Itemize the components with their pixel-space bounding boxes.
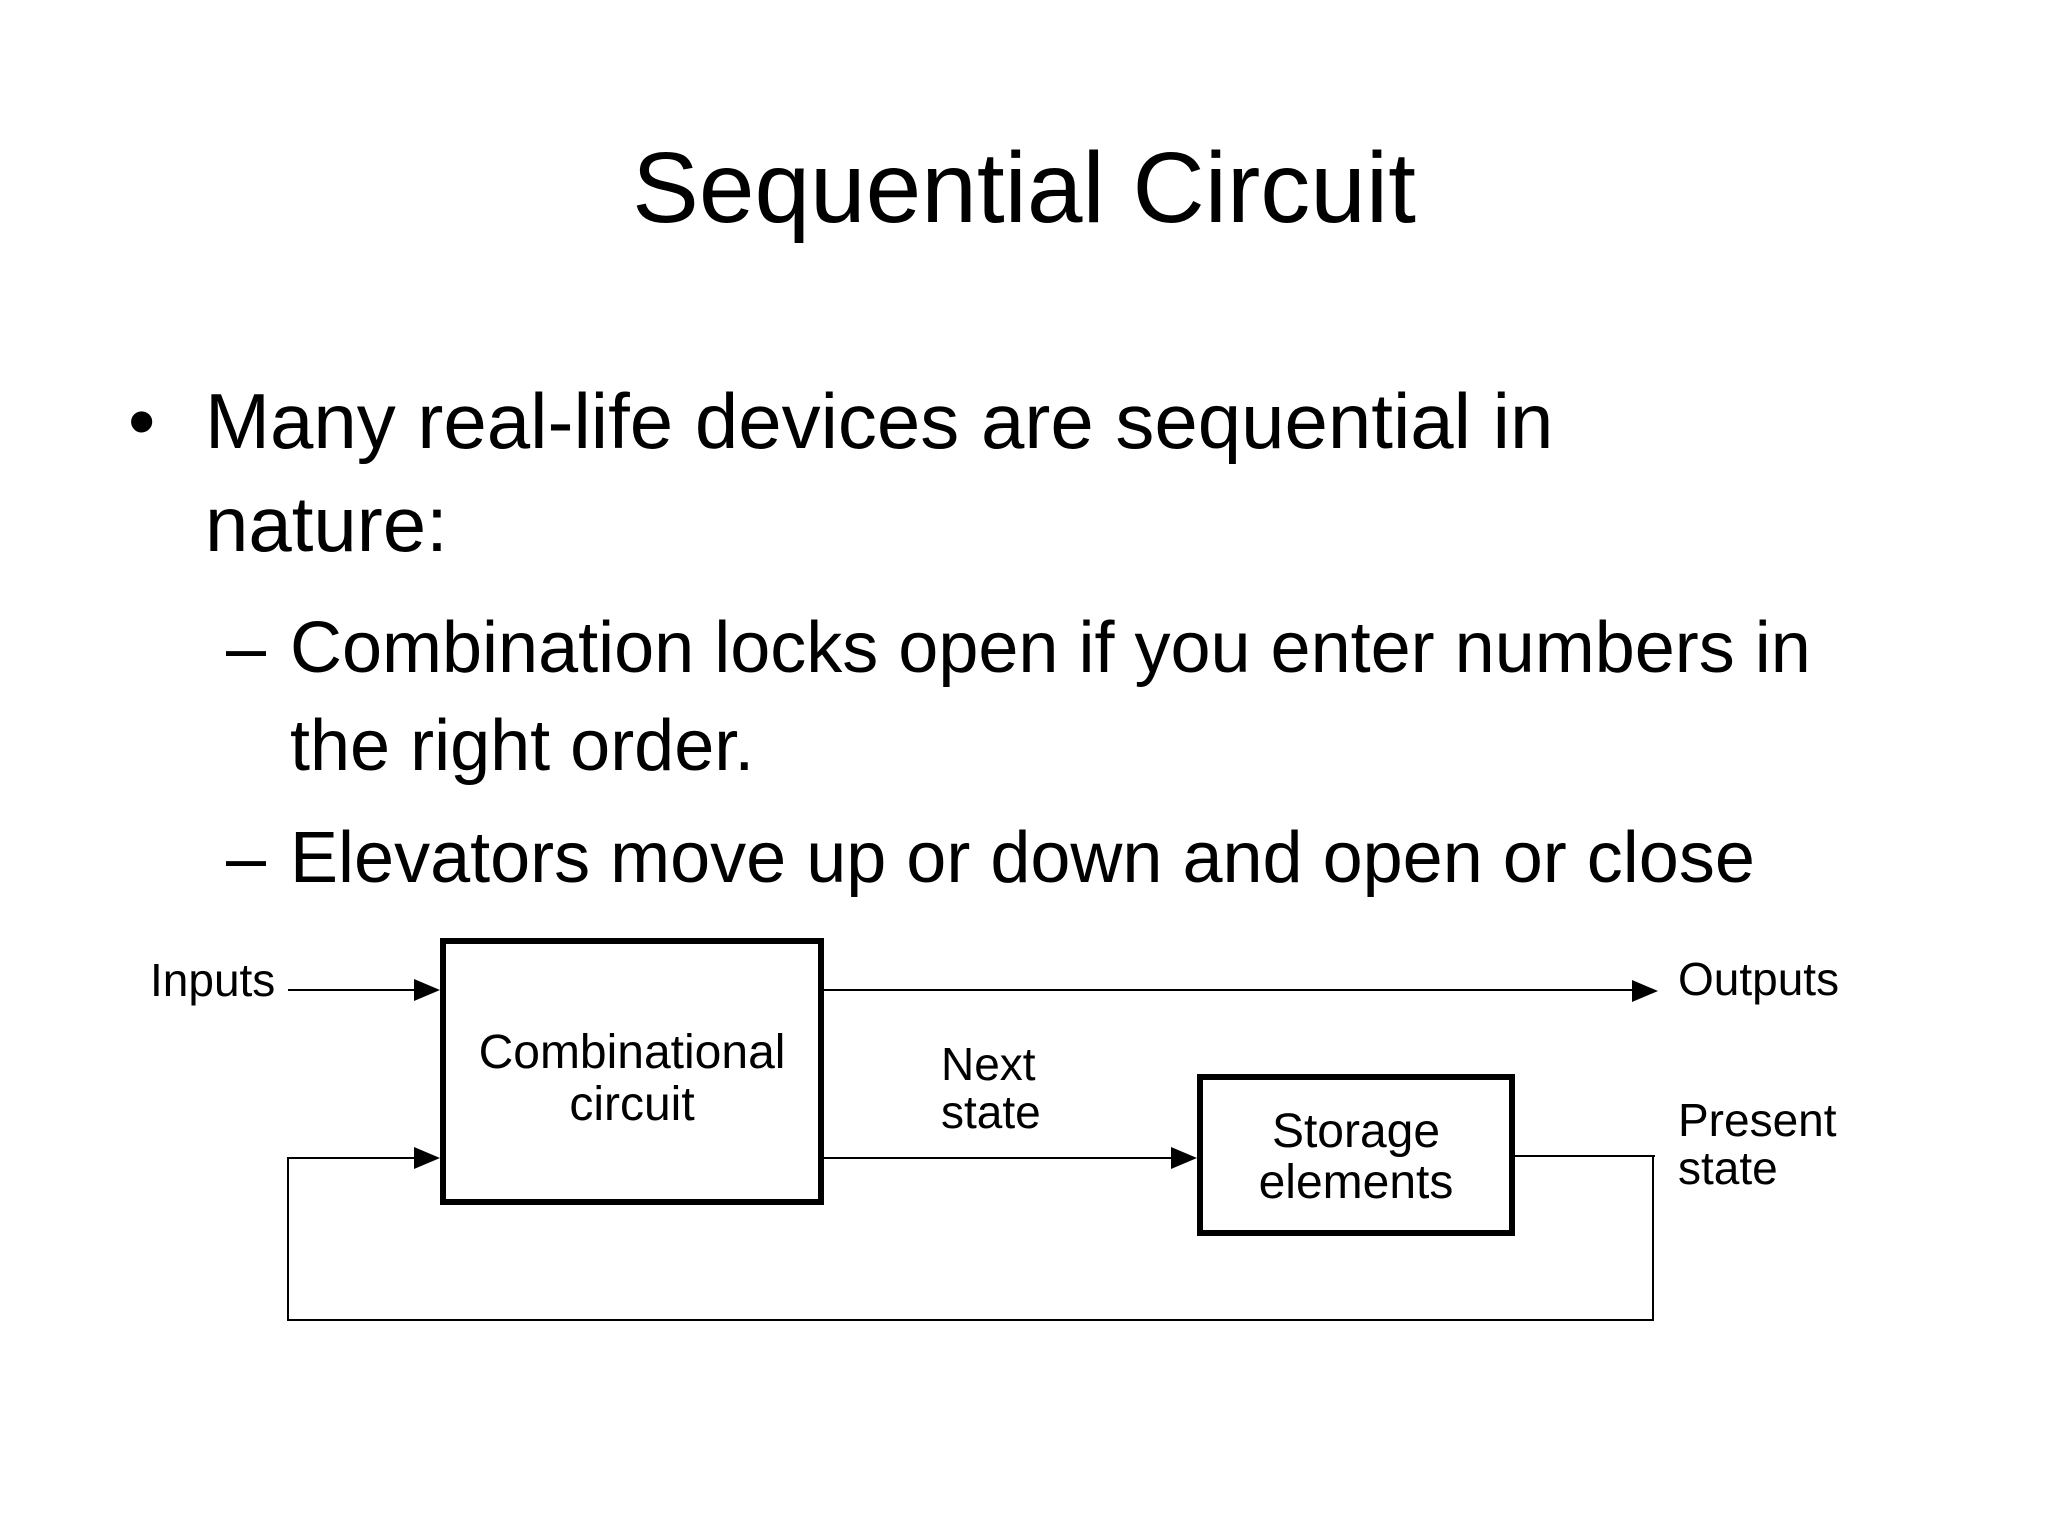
next-state-arrow-line (822, 1157, 1173, 1159)
outputs-label: Outputs (1678, 953, 1840, 1005)
present-state-label: Present state (1678, 1094, 1837, 1194)
outputs-arrow-line (822, 989, 1634, 991)
sub-bullet-marker: – (226, 608, 267, 688)
bullet-line: nature: (205, 479, 448, 568)
bullet-line: the right order. (290, 705, 755, 786)
feedback-right-vertical-line (1652, 1155, 1654, 1321)
bullet-line: Elevators move up or down and open or cl… (290, 818, 1755, 898)
feedback-arrow-line (288, 1157, 416, 1159)
sub-bullet-item: Combination locks open if you enter numb… (290, 600, 1811, 796)
feedback-arrowhead-icon (414, 1147, 440, 1169)
next-state-label: Next state (941, 1038, 1041, 1138)
bullet-line: Many real-life devices are sequential in (205, 377, 1554, 465)
bullet-marker: • (128, 377, 156, 465)
bullet-line: Combination locks open if you enter numb… (290, 608, 1811, 688)
input-arrowhead-icon (414, 979, 440, 1001)
inputs-label: Inputs (150, 954, 276, 1006)
next-state-arrowhead-icon (1171, 1147, 1197, 1169)
storage-elements-label: Storage elements (1258, 1104, 1454, 1209)
combinational-circuit-box: Combinational circuit (440, 938, 824, 1205)
input-arrow-line (288, 989, 416, 991)
combinational-circuit-label: Combinational circuit (478, 1026, 786, 1131)
present-state-line (1513, 1155, 1655, 1157)
page-title: Sequential Circuit (632, 132, 1416, 244)
sub-bullet-item: Elevators move up or down and open or cl… (290, 810, 1755, 908)
feedback-bottom-line (287, 1319, 1654, 1321)
bullet-item: Many real-life devices are sequential in… (205, 370, 1553, 576)
sub-bullet-marker: – (226, 818, 267, 898)
feedback-left-vertical-line (287, 1157, 289, 1321)
storage-elements-box: Storage elements (1197, 1074, 1515, 1236)
outputs-arrowhead-icon (1632, 980, 1658, 1002)
